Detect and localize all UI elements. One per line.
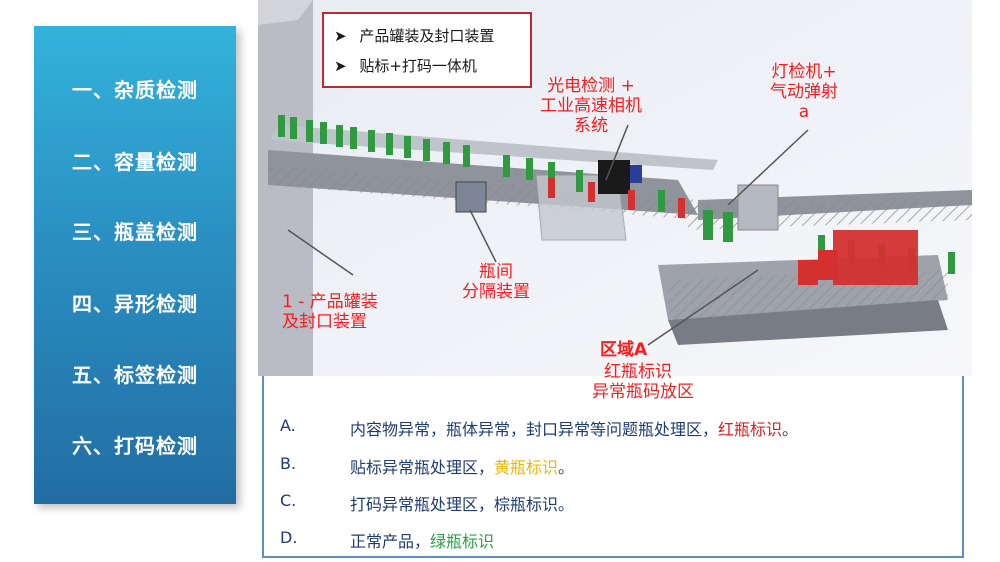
callout-light-line: 气动弹射 bbox=[770, 82, 838, 102]
option-a-tag: 红瓶标识 bbox=[718, 420, 782, 439]
option-d-text: 正常产品，绿瓶标识 bbox=[350, 528, 494, 552]
callout-separator: 瓶间 分隔装置 bbox=[462, 262, 530, 302]
callout-camera-line: 工业高速相机 bbox=[540, 96, 642, 116]
option-c-body: 打码异常瓶处理区，棕瓶标识。 bbox=[350, 495, 574, 514]
option-a-text: 内容物异常，瓶体异常，封口异常等问题瓶处理区，红瓶标识。 bbox=[350, 416, 798, 440]
equipment-item-labeler: ➤ 贴标+打码一体机 bbox=[334, 55, 477, 76]
equipment-item-filling: ➤ 产品罐装及封口装置 bbox=[334, 25, 494, 46]
bullet-arrow-icon: ➤ bbox=[334, 57, 347, 75]
option-d-body: 正常产品， bbox=[350, 532, 430, 551]
menu-item-label[interactable]: 五、标签检测 bbox=[34, 359, 236, 388]
option-b-text: 贴标异常瓶处理区，黄瓶标识。 bbox=[350, 454, 574, 478]
equipment-item-filling-label: 产品罐装及封口装置 bbox=[359, 27, 494, 45]
callout-zone-a: 区域A bbox=[600, 340, 647, 360]
callout-filling-line: 1 - 产品罐装 bbox=[282, 292, 378, 312]
option-letter: C. bbox=[280, 491, 296, 510]
callout-camera-line: 系统 bbox=[540, 116, 642, 136]
zone-a-title: 区域A bbox=[600, 340, 647, 360]
callout-separator-line: 瓶间 bbox=[462, 262, 530, 282]
zone-a-desc-line: 异常瓶码放区 bbox=[592, 382, 694, 402]
callout-camera-line: 光电检测 + bbox=[540, 76, 642, 96]
option-b-end: 。 bbox=[558, 458, 574, 477]
option-letter: D. bbox=[280, 528, 297, 547]
option-a-body: 内容物异常，瓶体异常，封口异常等问题瓶处理区， bbox=[350, 420, 718, 439]
callout-light-inspection: 灯检机+ 气动弹射 a bbox=[770, 62, 838, 122]
description-panel: 红瓶标识 异常瓶码放区 A. 内容物异常，瓶体异常，封口异常等问题瓶处理区，红瓶… bbox=[262, 376, 964, 558]
menu-item-cap[interactable]: 三、瓶盖检测 bbox=[34, 216, 236, 245]
option-b-tag: 黄瓶标识 bbox=[494, 458, 558, 477]
option-letter: A. bbox=[280, 416, 296, 435]
callout-light-line: 灯检机+ bbox=[770, 62, 838, 82]
menu-item-code[interactable]: 六、打码检测 bbox=[34, 430, 236, 459]
callout-separator-line: 分隔装置 bbox=[462, 282, 530, 302]
option-b-body: 贴标异常瓶处理区， bbox=[350, 458, 494, 477]
equipment-item-labeler-label: 贴标+打码一体机 bbox=[359, 57, 477, 75]
inspection-menu: 一、杂质检测 二、容量检测 三、瓶盖检测 四、异形检测 五、标签检测 六、打码检… bbox=[34, 26, 236, 504]
callout-filling: 1 - 产品罐装 及封口装置 bbox=[282, 292, 378, 332]
callout-light-line: a bbox=[770, 102, 838, 122]
option-d-tag: 绿瓶标识 bbox=[430, 532, 494, 551]
menu-item-impurity[interactable]: 一、杂质检测 bbox=[34, 74, 236, 103]
option-a-end: 。 bbox=[782, 420, 798, 439]
equipment-list-box: ➤ 产品罐装及封口装置 ➤ 贴标+打码一体机 bbox=[322, 12, 532, 88]
option-c-text: 打码异常瓶处理区，棕瓶标识。 bbox=[350, 491, 574, 515]
menu-item-volume[interactable]: 二、容量检测 bbox=[34, 146, 236, 175]
zone-a-desc-line: 红瓶标识 bbox=[604, 362, 672, 382]
bullet-arrow-icon: ➤ bbox=[334, 27, 347, 45]
callout-filling-line: 及封口装置 bbox=[282, 312, 378, 332]
option-letter: B. bbox=[280, 454, 296, 473]
menu-item-shape[interactable]: 四、异形检测 bbox=[34, 288, 236, 317]
callout-camera: 光电检测 + 工业高速相机 系统 bbox=[540, 76, 642, 136]
